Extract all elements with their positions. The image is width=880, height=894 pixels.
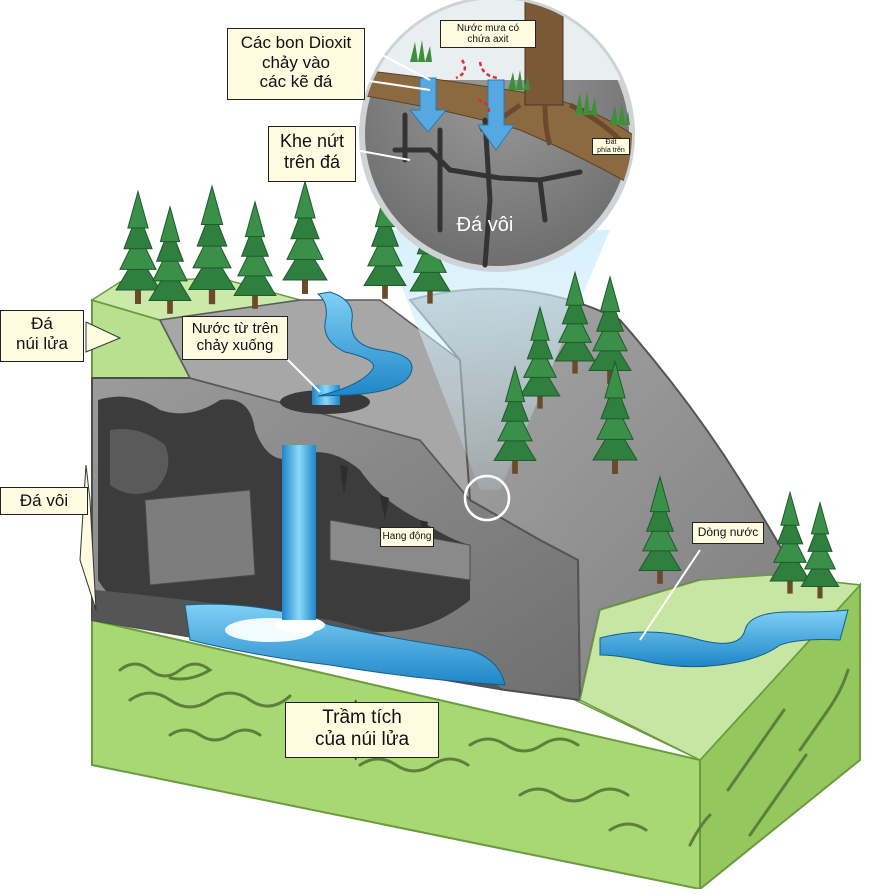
zoom-beam	[380, 230, 610, 490]
tree	[638, 475, 682, 584]
tree	[115, 189, 161, 304]
cave-pool	[184, 603, 506, 686]
label-cave: Hang động	[380, 527, 434, 547]
label-volcanic-sediment: Trầm tích của núi lửa	[285, 702, 439, 758]
label-limestone-zoom: Đá vôi	[456, 214, 514, 236]
label-co2-flow: Các bon Dioxit chảy vào các kẽ đá	[227, 28, 365, 100]
tree	[493, 365, 537, 474]
label-stream: Dòng nước	[692, 522, 764, 544]
zoom-target-ring	[463, 474, 511, 522]
tree	[282, 179, 328, 294]
forest	[115, 179, 840, 599]
waterfall	[282, 445, 316, 620]
tree	[148, 205, 192, 314]
tree	[188, 184, 236, 305]
label-topsoil: Đất phía trên	[592, 138, 630, 156]
tree	[800, 500, 840, 599]
tree	[554, 270, 596, 374]
label-volcanic-rock: Đá núi lửa	[0, 310, 84, 362]
label-acid-rain: Nước mưa có chứa axit	[440, 20, 536, 48]
callout-lines	[284, 44, 701, 641]
tree	[519, 305, 561, 409]
label-rock-crack: Khe nứt trên đá	[268, 126, 356, 182]
tree	[769, 490, 811, 594]
stream-right	[599, 609, 849, 668]
tree	[233, 200, 277, 309]
tree	[588, 275, 632, 384]
surface-river	[316, 291, 413, 397]
tree	[592, 359, 638, 474]
label-water-from-above: Nước từ trên chảy xuống	[182, 316, 288, 360]
label-limestone: Đá vôi	[0, 487, 88, 515]
